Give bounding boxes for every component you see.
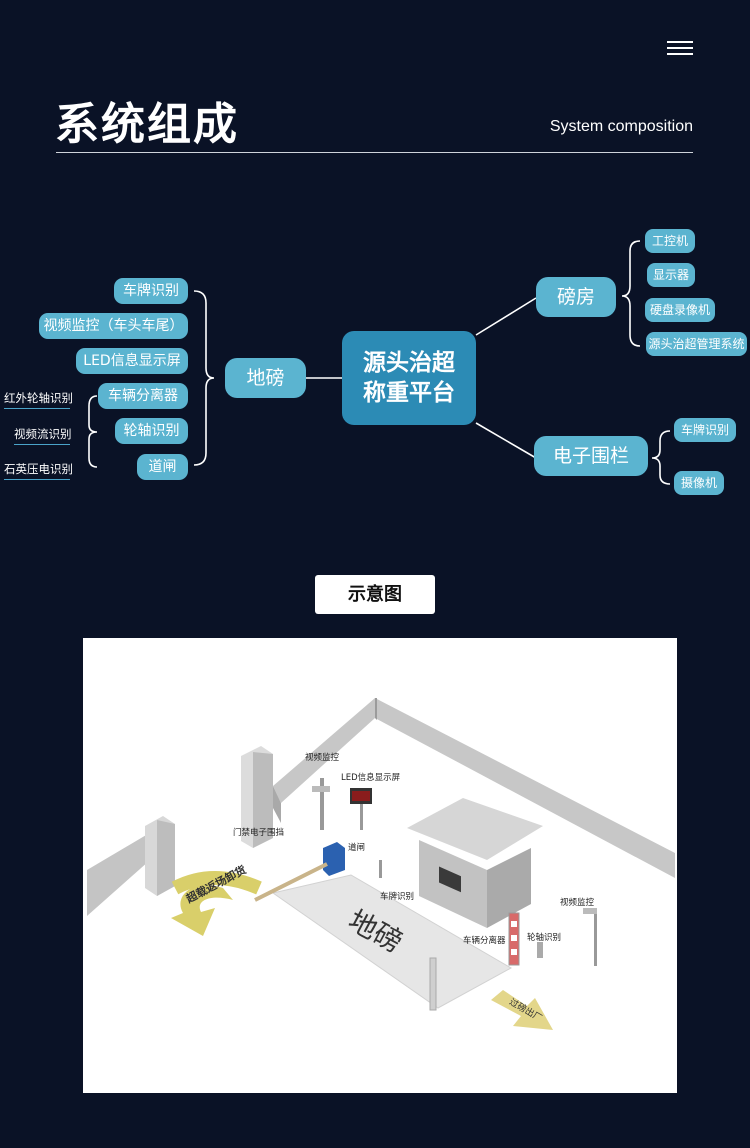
scene-illustration: 视频监控 LED信息显示屏 门禁电子围挡 道闸 车牌识别 车辆分离器 轮轴识别 …: [83, 638, 677, 1093]
label-video-right: 视频监控: [560, 898, 595, 908]
right-top-item: 硬盘录像机: [645, 298, 715, 322]
left-item: 车辆分离器: [98, 383, 188, 409]
label-axle: 轮轴识别: [527, 933, 562, 943]
right-top-item: 工控机: [645, 229, 695, 253]
sub-item: 红外轮轴识别: [4, 390, 73, 409]
scene-drawing: [87, 698, 675, 1030]
label-gate-fence: 门禁电子围挡: [233, 828, 285, 838]
left-wall: [87, 828, 158, 916]
label-separator: 车辆分离器: [463, 936, 506, 946]
weighroom-roof: [407, 798, 543, 860]
barrier-gate: [323, 842, 345, 876]
right-top-item: 显示器: [647, 263, 695, 287]
center-node: 源头治超 称重平台: [342, 331, 476, 425]
left-item: 车牌识别: [114, 278, 188, 304]
scale-platform: [271, 874, 513, 1009]
hub-scale: 地磅: [225, 358, 306, 398]
label-barrier: 道闸: [348, 843, 366, 853]
right-bottom-item: 摄像机: [674, 471, 724, 495]
left-item: 轮轴识别: [115, 418, 188, 444]
label-plate: 车牌识别: [380, 892, 415, 902]
center-line-2: 称重平台: [363, 380, 455, 406]
right-bottom-item: 车牌识别: [674, 418, 736, 442]
page-subtitle: System composition: [549, 118, 693, 135]
diagram-connectors: [88, 240, 671, 485]
left-item: LED信息显示屏: [76, 348, 188, 374]
right-top-item: 源头治超管理系统: [646, 332, 747, 356]
diagram-caption-button: 示意图: [315, 575, 435, 614]
exit-arrow: [491, 990, 553, 1030]
center-line-1: 源头治超: [363, 350, 455, 376]
title-divider: [56, 152, 693, 153]
menu-icon[interactable]: [667, 41, 693, 57]
return-arrow: [171, 885, 233, 936]
hub-weighroom: 磅房: [536, 277, 616, 317]
sub-item: 视频流识别: [14, 426, 72, 445]
hub-fence: 电子围栏: [534, 436, 648, 476]
left-item: 道闸: [137, 454, 188, 480]
label-video-top: 视频监控: [305, 753, 340, 763]
sub-item: 石英压电识别: [4, 461, 73, 480]
page-title: 系统组成: [55, 99, 239, 150]
system-diagram: 源头治超 称重平台 地磅 磅房 电子围栏 车牌识别 视频监控（车头车尾） LED…: [0, 220, 750, 500]
label-led: LED信息显示屏: [341, 773, 401, 783]
left-item: 视频监控（车头车尾）: [39, 313, 188, 339]
